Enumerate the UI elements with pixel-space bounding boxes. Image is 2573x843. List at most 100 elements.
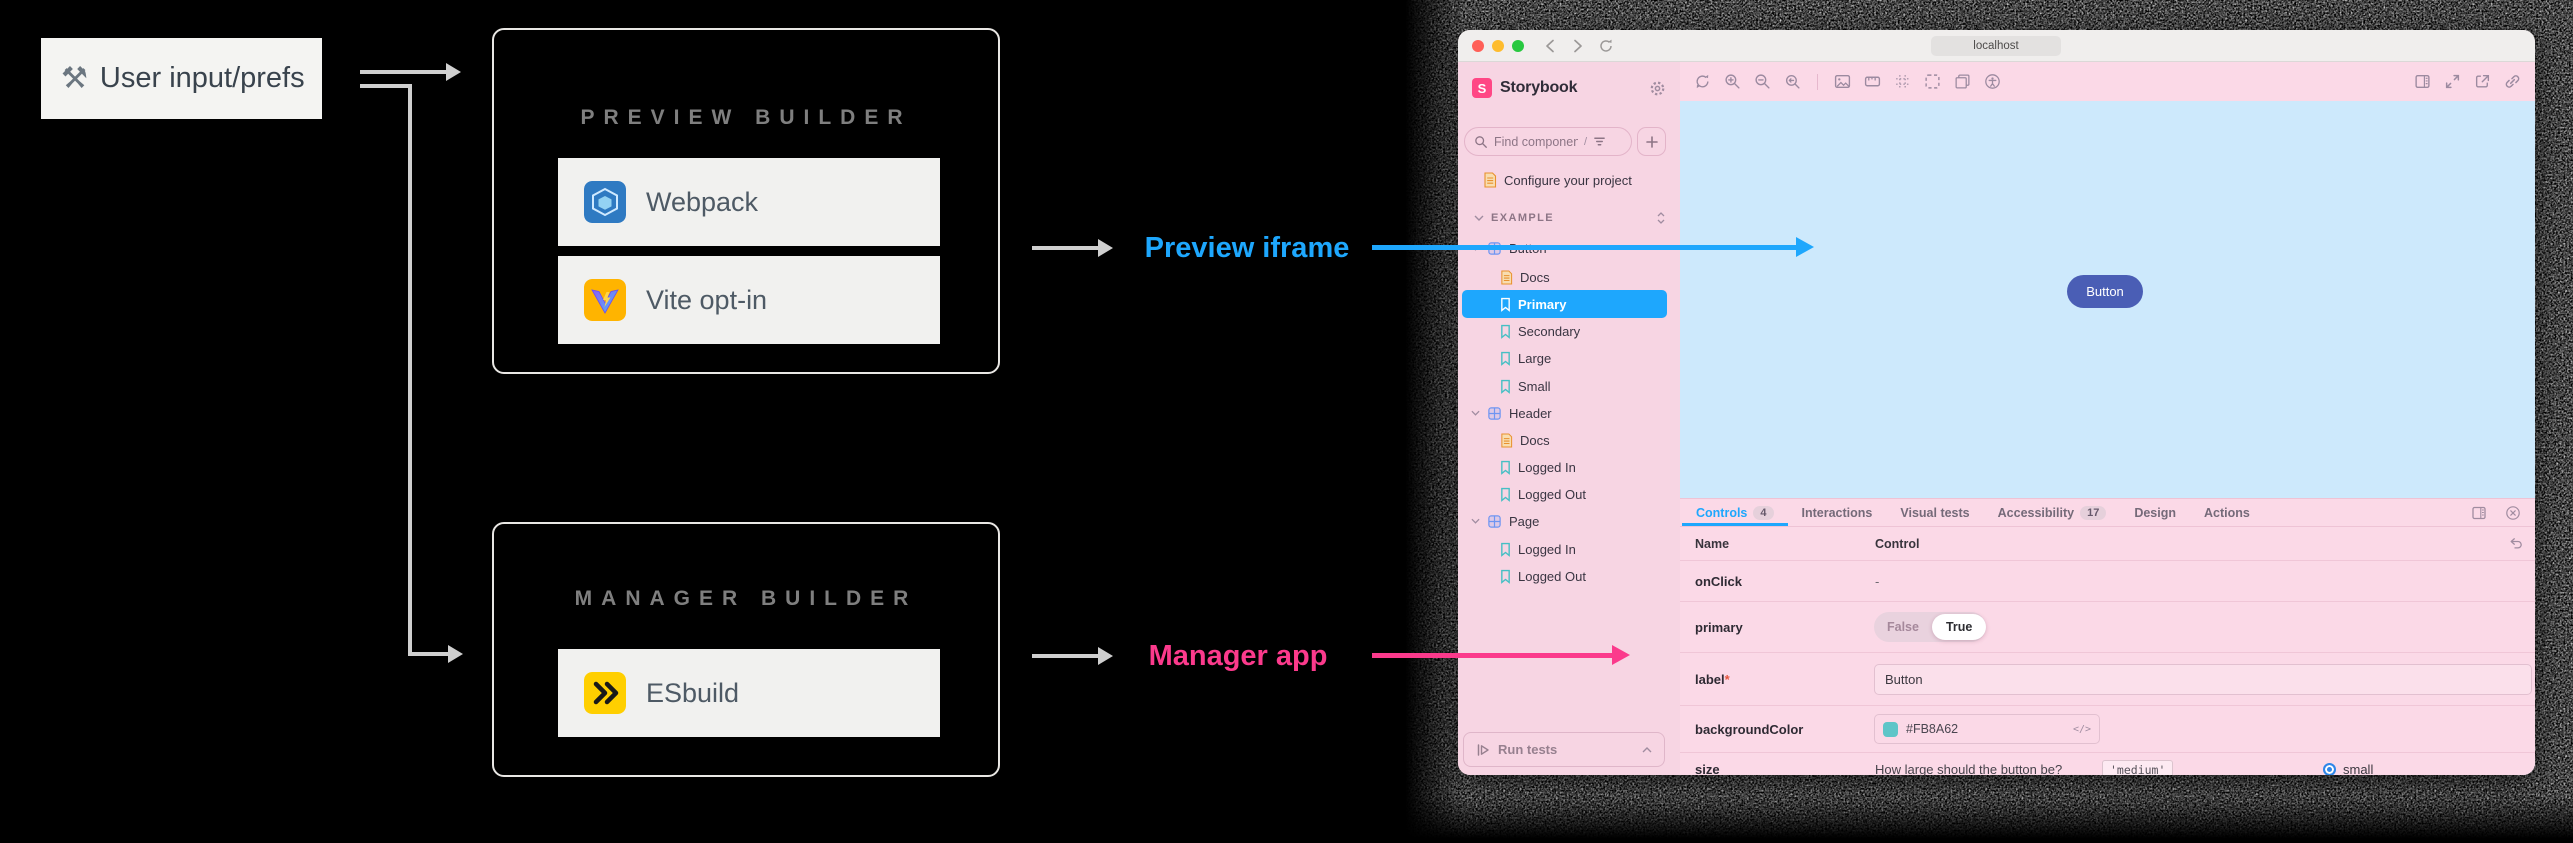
esbuild-icon bbox=[584, 672, 626, 714]
canvas-area: Button Controls 4 Interactions Visual te… bbox=[1680, 62, 2535, 775]
open-external-icon[interactable] bbox=[2474, 73, 2491, 90]
reload-icon[interactable] bbox=[1598, 38, 1614, 54]
sidebar-item-button-primary[interactable]: Primary bbox=[1462, 290, 1667, 318]
tab-actions[interactable]: Actions bbox=[2190, 499, 2264, 526]
fullscreen-icon[interactable] bbox=[2444, 73, 2461, 90]
sidebar-item-header-logged-out[interactable]: Logged Out bbox=[1458, 480, 1680, 508]
webpack-label: Webpack bbox=[646, 186, 759, 217]
bookmark-icon bbox=[1501, 487, 1510, 502]
tab-accessibility[interactable]: Accessibility 17 bbox=[1984, 499, 2121, 526]
arrowhead bbox=[1098, 647, 1113, 665]
bookmark-icon bbox=[1501, 297, 1510, 312]
chevron-up-icon[interactable] bbox=[1642, 746, 1652, 753]
reset-controls-icon[interactable] bbox=[2508, 537, 2524, 551]
preview-button-component[interactable]: Button bbox=[2067, 275, 2143, 308]
panel-position-button[interactable] bbox=[2462, 499, 2496, 526]
hammer-wrench-icon: ⚒ bbox=[61, 62, 88, 95]
sidebar-item-header[interactable]: Header bbox=[1458, 399, 1680, 427]
chevron-down-icon bbox=[1474, 215, 1484, 221]
minimize-window-button[interactable] bbox=[1492, 40, 1504, 52]
expand-collapse-all-icon[interactable] bbox=[1656, 211, 1666, 225]
tab-controls[interactable]: Controls 4 bbox=[1682, 499, 1788, 526]
item-label: Logged Out bbox=[1518, 486, 1586, 502]
label-input-value: Button bbox=[1885, 671, 1923, 687]
search-input[interactable] bbox=[1494, 134, 1578, 149]
search-icon bbox=[1475, 135, 1487, 148]
item-label: Small bbox=[1518, 378, 1551, 394]
toolbar-divider bbox=[1817, 73, 1818, 90]
radio-label: small bbox=[2343, 762, 2374, 775]
color-input[interactable]: #FB8A62 </> bbox=[1874, 714, 2100, 744]
storybook-sidebar: S Storybook / bbox=[1458, 62, 1680, 775]
noise-fade-left bbox=[1395, 0, 1465, 843]
arrow-user-to-preview bbox=[360, 70, 446, 74]
tab-design[interactable]: Design bbox=[2120, 499, 2190, 526]
sidebar-item-page-logged-out[interactable]: Logged Out bbox=[1458, 562, 1680, 590]
sidebar-item-button-secondary[interactable]: Secondary bbox=[1458, 317, 1680, 345]
gear-icon[interactable] bbox=[1649, 80, 1666, 97]
measure-icon[interactable] bbox=[1924, 73, 1941, 90]
back-icon[interactable] bbox=[1542, 38, 1558, 54]
sidebar-item-button-large[interactable]: Large bbox=[1458, 344, 1680, 372]
radio-selected-icon[interactable] bbox=[2323, 763, 2336, 775]
component-icon bbox=[1488, 406, 1501, 420]
sidebar-item-page-logged-in[interactable]: Logged In bbox=[1458, 535, 1680, 563]
viewport-icon[interactable] bbox=[1864, 73, 1881, 90]
zoom-reset-icon[interactable] bbox=[1784, 73, 1801, 90]
zoom-window-button[interactable] bbox=[1512, 40, 1524, 52]
filter-icon[interactable] bbox=[1593, 135, 1606, 148]
esbuild-row: ESbuild bbox=[558, 649, 940, 737]
window-titlebar: localhost bbox=[1458, 30, 2535, 62]
sidebar-item-page[interactable]: Page bbox=[1458, 507, 1680, 535]
tab-interactions[interactable]: Interactions bbox=[1788, 499, 1887, 526]
tab-label: Interactions bbox=[1801, 505, 1873, 520]
zoom-in-icon[interactable] bbox=[1724, 73, 1741, 90]
doc-icon bbox=[1484, 172, 1497, 188]
sidebar-section-example[interactable]: EXAMPLE bbox=[1458, 204, 1680, 232]
accessibility-icon[interactable] bbox=[1984, 73, 2001, 90]
zoom-out-icon[interactable] bbox=[1754, 73, 1771, 90]
tab-visual-tests[interactable]: Visual tests bbox=[1886, 499, 1983, 526]
panel-tabs: Controls 4 Interactions Visual tests Acc… bbox=[1680, 499, 2535, 527]
preview-builder-box: PREVIEW BUILDER Webpack Vite opt-in bbox=[492, 28, 1000, 374]
toggle-false[interactable]: False bbox=[1887, 620, 1919, 634]
toggle-true[interactable]: True bbox=[1931, 614, 1987, 640]
bookmark-icon bbox=[1501, 379, 1510, 394]
sidebar-item-button-docs[interactable]: Docs bbox=[1458, 263, 1680, 291]
address-bar[interactable]: localhost bbox=[1931, 36, 2061, 56]
boolean-toggle[interactable]: False True bbox=[1874, 612, 1987, 642]
forward-icon[interactable] bbox=[1570, 38, 1586, 54]
close-panel-button[interactable] bbox=[2496, 499, 2535, 526]
color-swatch[interactable] bbox=[1883, 721, 1898, 737]
run-tests-button[interactable]: Run tests bbox=[1463, 732, 1665, 767]
link-icon[interactable] bbox=[2504, 73, 2521, 90]
item-label: Header bbox=[1509, 405, 1552, 421]
user-input-box: ⚒ User input/prefs bbox=[41, 38, 322, 119]
panel-toggle-icon[interactable] bbox=[2414, 73, 2431, 90]
manager-builder-title: MANAGER BUILDER bbox=[574, 587, 918, 610]
control-name: onClick bbox=[1695, 573, 1742, 589]
label-text-input[interactable]: Button bbox=[1874, 663, 2532, 695]
background-icon[interactable] bbox=[1834, 73, 1851, 90]
sidebar-item-header-logged-in[interactable]: Logged In bbox=[1458, 453, 1680, 481]
outline-icon[interactable] bbox=[1954, 73, 1971, 90]
brand-row: S Storybook bbox=[1472, 78, 1666, 98]
raw-value-icon[interactable]: </> bbox=[2072, 723, 2091, 735]
webpack-row: Webpack bbox=[558, 158, 940, 246]
tab-label: Controls bbox=[1696, 505, 1748, 520]
sidebar-item-header-docs[interactable]: Docs bbox=[1458, 426, 1680, 454]
storybook-logo-icon[interactable]: S bbox=[1472, 78, 1492, 98]
manager-builder-box: MANAGER BUILDER ESbuild bbox=[492, 522, 1000, 777]
sidebar-item-configure-your-project[interactable]: Configure your project bbox=[1458, 166, 1680, 194]
manager-app-label: Manager app bbox=[1148, 640, 1328, 672]
grid-icon[interactable] bbox=[1894, 73, 1911, 90]
create-story-button[interactable] bbox=[1637, 127, 1666, 156]
search-box[interactable]: / bbox=[1464, 127, 1632, 156]
remount-icon[interactable] bbox=[1694, 73, 1711, 90]
sidebar-item-button-small[interactable]: Small bbox=[1458, 372, 1680, 400]
header-name: Name bbox=[1695, 536, 1730, 551]
arrow-user-to-manager-seg1 bbox=[360, 84, 412, 88]
brand-name: Storybook bbox=[1500, 79, 1578, 96]
close-window-button[interactable] bbox=[1472, 40, 1484, 52]
size-radio-small[interactable]: small bbox=[2323, 762, 2373, 775]
